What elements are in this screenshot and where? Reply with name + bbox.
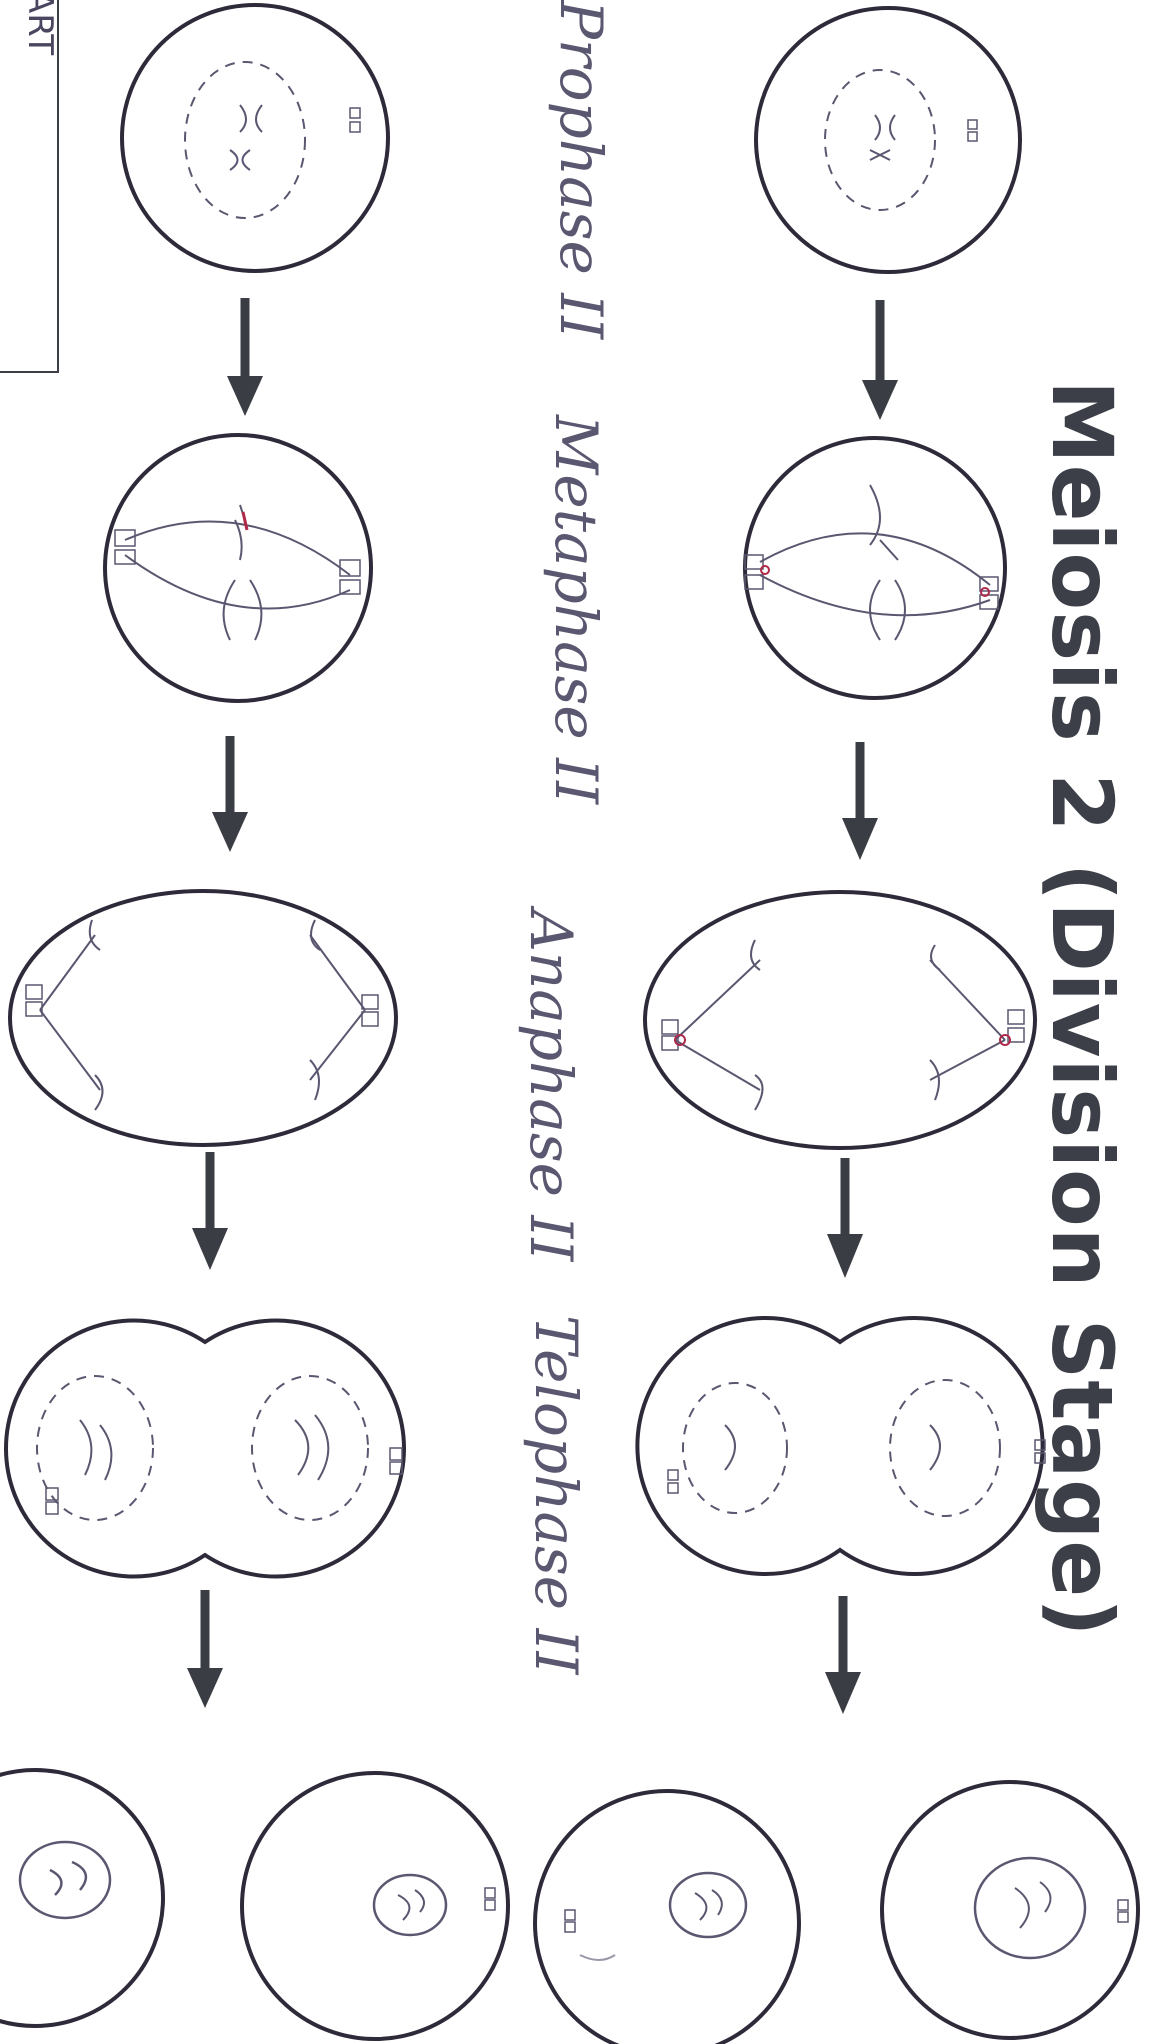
prophase-cell-top: [756, 8, 1020, 272]
anaphase-cell-top: [645, 892, 1035, 1148]
corner-box-frame: [0, 0, 58, 372]
page-title: Meiosis 2 (Division Stage): [1033, 380, 1131, 1638]
arrow-down-icon: [227, 298, 263, 416]
stage-label-telophase: Telophase II: [522, 1315, 590, 1674]
daughter-cell-1: [882, 1782, 1138, 2038]
arrow-down-icon: [187, 1590, 223, 1708]
stage-label-prophase: Prophase II: [547, 0, 615, 339]
anaphase-cell-bottom: [10, 891, 396, 1145]
metaphase-cell-top: [745, 438, 1005, 698]
arrow-down-icon: [842, 742, 878, 860]
telophase-cell-bottom: [6, 1321, 404, 1577]
metaphase-cell-bottom: [105, 435, 371, 701]
arrow-down-icon: [212, 736, 248, 852]
arrow-down-icon: [192, 1152, 228, 1270]
corner-label: ART: [20, 0, 60, 55]
stage-label-metaphase: Metaphase II: [542, 415, 610, 804]
telophase-cell-top: [637, 1318, 1045, 1574]
arrow-down-icon: [862, 300, 898, 420]
arrow-down-icon: [825, 1596, 861, 1714]
daughter-cell-2: [535, 1791, 799, 2044]
arrow-down-icon: [827, 1158, 863, 1278]
prophase-cell-bottom: [122, 5, 388, 271]
daughter-cell-4: [0, 1770, 163, 2026]
stage-label-anaphase: Anaphase II: [517, 910, 585, 1261]
daughter-cell-3: [242, 1773, 508, 2039]
